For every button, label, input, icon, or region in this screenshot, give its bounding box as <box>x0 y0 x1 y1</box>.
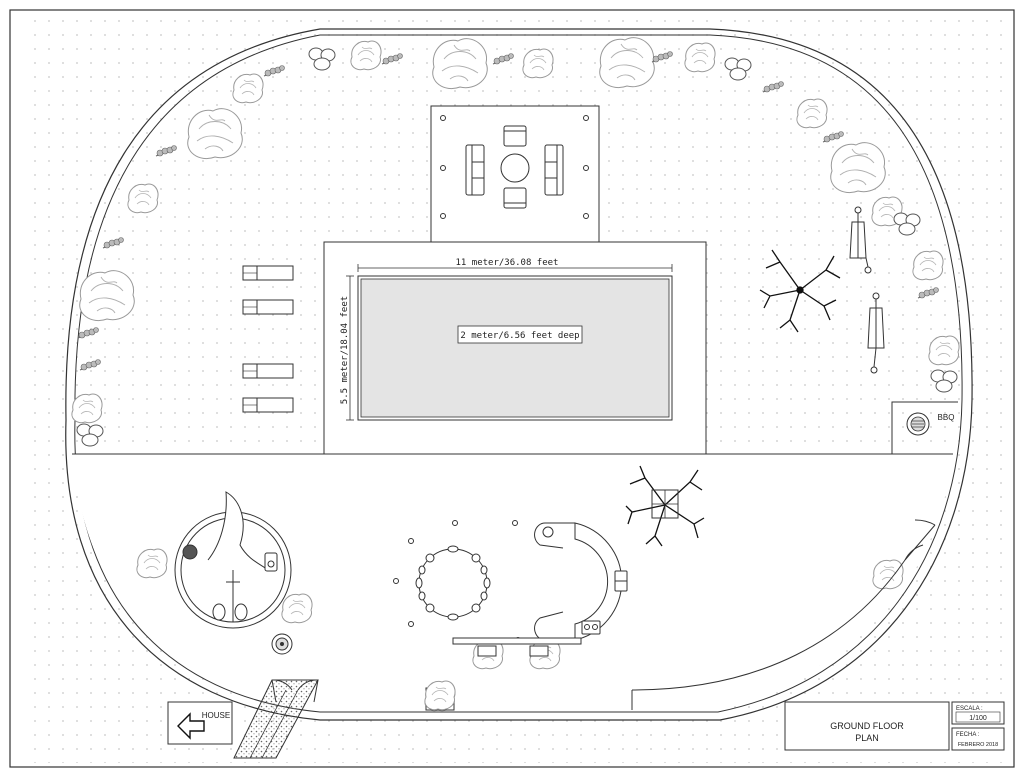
pool-water <box>360 278 670 418</box>
deciduous-tree <box>625 465 705 547</box>
bush <box>599 37 655 89</box>
side-gate <box>904 519 936 561</box>
garden-lantern <box>867 292 885 374</box>
bush <box>424 680 456 711</box>
round-fountain <box>271 633 293 655</box>
pool-width-dimension <box>346 275 354 421</box>
bush <box>830 142 886 194</box>
garden-lantern <box>849 206 872 274</box>
drawing-title-line2: PLAN <box>855 733 879 743</box>
bush <box>79 270 135 322</box>
bush <box>872 559 904 590</box>
scale-label: ESCALA : <box>956 706 983 712</box>
bar-counter <box>452 637 582 645</box>
bush <box>684 42 716 73</box>
bush <box>912 250 944 281</box>
dining-table <box>415 545 491 621</box>
bush <box>796 98 828 129</box>
lounge-furniture <box>465 125 564 209</box>
house-entry-doors <box>271 679 319 703</box>
outdoor-kitchen <box>534 522 628 641</box>
scale-value: 1/100 <box>969 715 987 722</box>
title-block <box>784 701 950 751</box>
date-box <box>951 727 1005 751</box>
sun-lounger <box>242 265 294 281</box>
bbq-label: BBQ <box>938 413 955 422</box>
pool-length-label: 11 meter/36.08 feet <box>456 258 559 268</box>
deciduous-tree <box>759 249 841 333</box>
path-edge <box>249 689 299 759</box>
arrow-left-icon <box>177 712 205 740</box>
round-bathroom <box>174 491 292 629</box>
bush <box>522 48 554 79</box>
house-label: HOUSE <box>202 711 230 720</box>
date-value: FEBRERO 2018 <box>958 742 998 748</box>
pool-depth-box <box>457 325 583 344</box>
deck-outline-outer <box>65 28 973 721</box>
drawing-title-line1: GROUND FLOOR <box>830 721 904 731</box>
date-label: FECHA : <box>956 732 980 738</box>
bush <box>136 548 168 579</box>
platform-posts <box>440 115 589 219</box>
pool-depth-label: 2 meter/6.56 feet deep <box>460 331 579 341</box>
sun-lounger <box>242 363 294 379</box>
bush <box>187 108 243 160</box>
bush <box>928 335 960 366</box>
bush <box>232 73 264 104</box>
bush <box>127 183 159 214</box>
bar-stools <box>477 645 549 657</box>
bush <box>432 38 488 90</box>
pool-length-dimension <box>357 264 673 272</box>
bush <box>71 393 103 424</box>
bbq-alcove <box>891 401 958 454</box>
pool-width-label: 5.5 meter/18.04 feet <box>340 296 350 404</box>
garden-wall <box>631 559 906 691</box>
sun-lounger <box>242 299 294 315</box>
sun-lounger <box>242 397 294 413</box>
bush <box>350 40 382 71</box>
deck-outline-inner <box>74 34 963 713</box>
bbq-grill-bars <box>912 420 924 428</box>
bush <box>281 593 313 624</box>
scale-value-box <box>955 711 1001 723</box>
